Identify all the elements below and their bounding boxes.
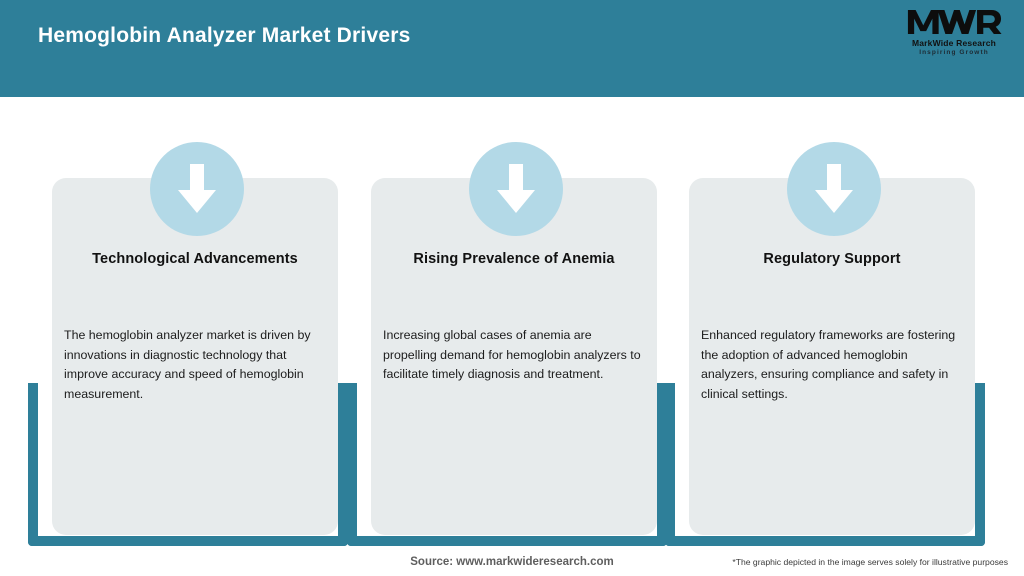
brand-logo: MarkWide Research Inspiring Growth <box>898 7 1010 59</box>
down-arrow-icon <box>150 142 244 236</box>
card-panel: Rising Prevalence of Anemia Increasing g… <box>371 178 657 535</box>
card-frame-accent <box>347 383 667 546</box>
card-title: Regulatory Support <box>763 251 901 267</box>
card-panel: Technological Advancements The hemoglobi… <box>52 178 338 535</box>
card-body-text: Increasing global cases of anemia are pr… <box>383 328 641 381</box>
mwr-logo-icon <box>907 10 1002 34</box>
down-arrow-glyph <box>497 164 535 213</box>
down-arrow-icon <box>787 142 881 236</box>
driver-card-2[interactable]: Rising Prevalence of Anemia Increasing g… <box>347 142 667 546</box>
disclaimer-note: *The graphic depicted in the image serve… <box>732 557 1008 567</box>
card-panel: Regulatory Support Enhanced regulatory f… <box>689 178 975 535</box>
card-body-text: The hemoglobin analyzer market is driven… <box>64 328 311 401</box>
down-arrow-glyph <box>815 164 853 213</box>
down-arrow-icon <box>469 142 563 236</box>
driver-card-1[interactable]: Technological Advancements The hemoglobi… <box>28 142 348 546</box>
source-label: Source: www.markwideresearch.com <box>410 556 614 568</box>
card-title: Technological Advancements <box>92 251 298 267</box>
logo-company-name: MarkWide Research <box>911 38 997 48</box>
card-frame-accent <box>665 383 985 546</box>
down-arrow-glyph <box>178 164 216 213</box>
page-title: Hemoglobin Analyzer Market Drivers <box>38 24 411 47</box>
logo-tagline: Inspiring Growth <box>919 49 989 56</box>
card-body-text: Enhanced regulatory frameworks are foste… <box>701 328 956 401</box>
driver-card-3[interactable]: Regulatory Support Enhanced regulatory f… <box>665 142 985 546</box>
card-title: Rising Prevalence of Anemia <box>413 251 615 267</box>
header-bar: Hemoglobin Analyzer Market Drivers MarkW… <box>0 0 1024 97</box>
card-frame-accent <box>28 383 348 546</box>
